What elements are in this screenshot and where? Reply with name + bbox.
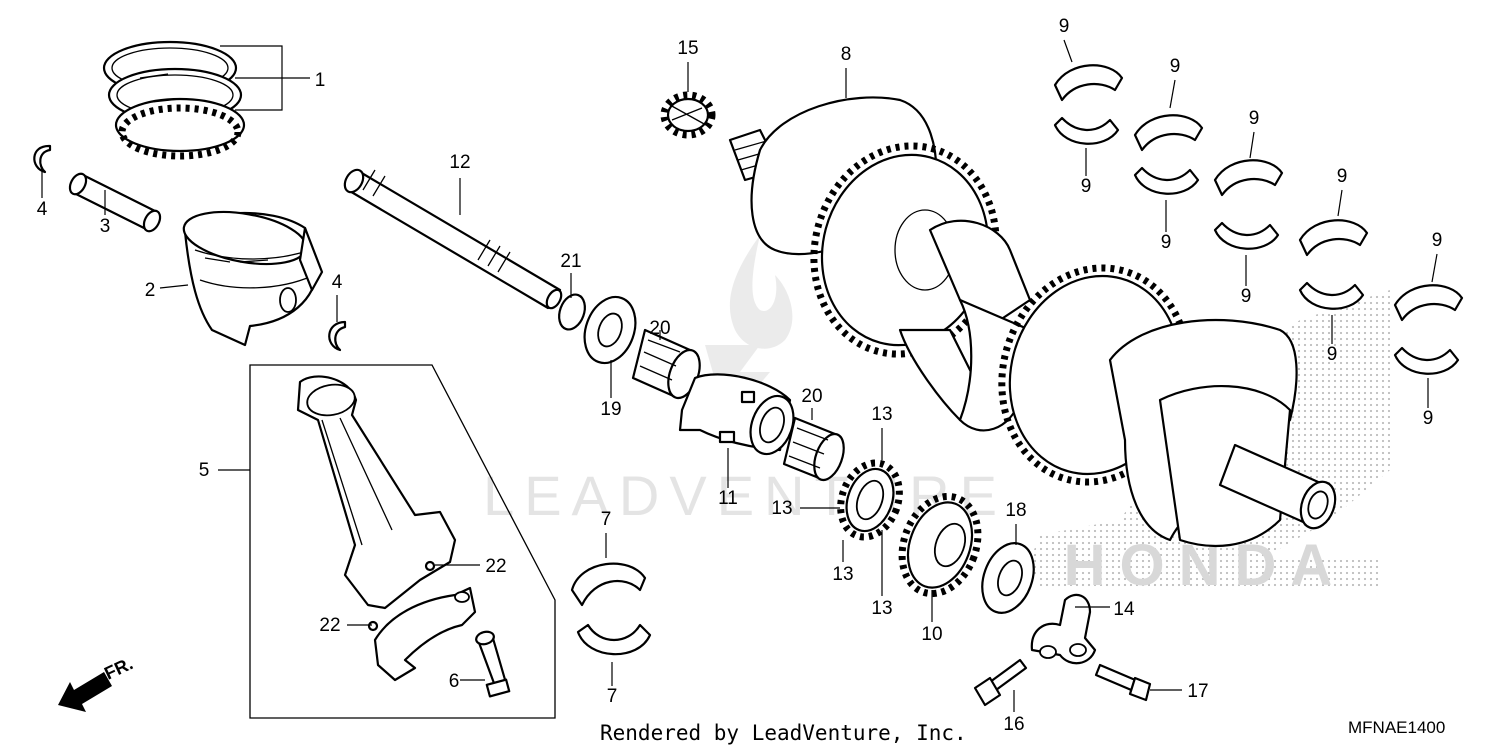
piston <box>182 210 324 347</box>
piston-rings <box>102 40 246 160</box>
primary-drive-gear <box>898 492 982 598</box>
callout-1: 1 <box>315 70 326 91</box>
snap-ring <box>558 293 586 331</box>
footer-credit: Rendered by LeadVenture, Inc. <box>600 721 967 745</box>
connecting-rod <box>296 375 457 610</box>
crankshaft <box>728 96 1337 548</box>
callout-9: 9 <box>1059 16 1070 37</box>
callout-11: 11 <box>718 488 738 509</box>
piston-pin-clip-right <box>328 320 347 352</box>
callout-20: 20 <box>801 386 822 407</box>
callout-22: 22 <box>319 615 340 636</box>
small-gear-15 <box>660 91 716 139</box>
callout-4: 4 <box>37 199 48 220</box>
callout-9: 9 <box>1327 344 1338 365</box>
flange-bolt-16 <box>973 658 1028 707</box>
callout-9: 9 <box>1249 108 1260 129</box>
callout-13: 13 <box>871 598 892 619</box>
callout-7: 7 <box>601 509 612 530</box>
callout-5: 5 <box>199 460 210 481</box>
front-direction-indicator: FR. <box>58 653 136 712</box>
crankpin-bearing-shells <box>570 562 652 656</box>
bearing-shell-pair-1 <box>1053 64 1124 145</box>
callout-9: 9 <box>1241 286 1252 307</box>
callout-7: 7 <box>607 686 618 707</box>
callout-15: 15 <box>677 38 698 59</box>
front-arrow-icon <box>58 672 112 712</box>
callout-9: 9 <box>1081 176 1092 197</box>
tensioner-arm <box>1030 593 1097 665</box>
main-bearing-shells <box>1053 64 1464 375</box>
leadventure-watermark: LEADVENTURE <box>483 464 1007 527</box>
callout-12: 12 <box>449 152 470 173</box>
piston-pin-clips <box>33 144 347 352</box>
callout-17: 17 <box>1187 681 1208 702</box>
bearing-shell-pair-3 <box>1213 159 1284 250</box>
bearing-shell-pair-5 <box>1393 284 1464 375</box>
dowel-pin-upper <box>424 560 436 572</box>
callout-21: 21 <box>560 251 581 272</box>
thrust-washer-18 <box>981 542 1035 614</box>
crankpin-bearing-lower <box>576 623 652 656</box>
callout-13: 13 <box>832 564 853 585</box>
callout-8: 8 <box>841 44 852 65</box>
flange-bolt-17 <box>1094 663 1152 702</box>
crankpin-bearing-upper <box>570 562 647 607</box>
callout-13: 13 <box>771 498 792 519</box>
diagram-code: MFNAE1400 <box>1348 718 1445 737</box>
callout-10: 10 <box>921 624 942 645</box>
needle-bearing-lower <box>782 416 845 482</box>
damper-rubbers <box>837 459 903 541</box>
callout-9: 9 <box>1432 230 1443 251</box>
callout-6: 6 <box>449 671 460 692</box>
connecting-rod-assembly <box>249 364 556 719</box>
callout-16: 16 <box>1003 714 1024 735</box>
piston-pin <box>68 172 162 233</box>
callout-19: 19 <box>600 399 621 420</box>
bearing-shell-pair-4 <box>1298 219 1369 310</box>
callout-14: 14 <box>1113 599 1135 620</box>
callout-18: 18 <box>1005 500 1026 521</box>
callout-20: 20 <box>649 318 670 339</box>
balancer-sleeve <box>678 373 795 456</box>
callout-9: 9 <box>1423 408 1434 429</box>
callout-3: 3 <box>100 216 111 237</box>
callout-9: 9 <box>1170 56 1181 77</box>
callout-2: 2 <box>145 280 156 301</box>
leader-lines <box>41 39 1438 712</box>
balancer-shaft <box>343 168 563 310</box>
callout-9: 9 <box>1337 166 1348 187</box>
callout-4: 4 <box>332 272 343 293</box>
bearing-shell-pair-2 <box>1133 114 1204 195</box>
callout-9: 9 <box>1161 232 1172 253</box>
thrust-washer-19 <box>583 295 637 365</box>
dowel-pin-lower <box>367 620 379 632</box>
callout-22: 22 <box>485 556 506 577</box>
connecting-rod-cap <box>373 586 477 682</box>
callout-13: 13 <box>871 404 892 425</box>
piston-pin-clip-left <box>33 144 52 174</box>
